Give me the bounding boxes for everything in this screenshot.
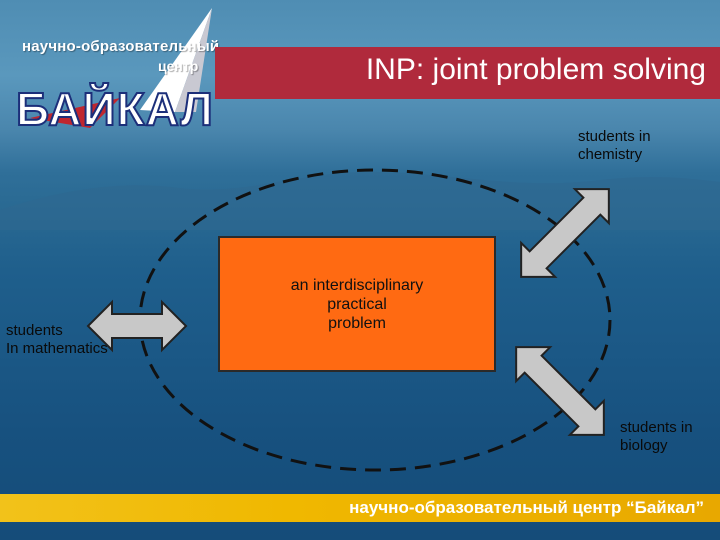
math-double-arrow [86,299,188,353]
node-biology-label: students in biology [620,419,693,455]
biology-double-arrow [515,346,605,436]
node-chemistry-label: students in chemistry [578,128,651,164]
background-hills [0,171,720,230]
node-mathematics-label: students In mathematics [6,322,108,358]
logo-name: БАЙКАЛ [15,82,214,136]
bio-line2: biology [620,437,668,454]
footer-bar: научно-образовательный центр “Байкал” [0,494,720,522]
chem-line2: chemistry [578,146,643,163]
logo-line2: центр [158,58,199,74]
center-line1: an interdisciplinary [290,277,424,294]
center-line3: problem [328,315,386,332]
logo-line1: научно-образовательный [22,38,220,55]
footer-text: научно-образовательный центр “Байкал” [349,498,704,517]
chemistry-double-arrow [520,188,610,278]
math-line2: In mathematics [6,340,108,357]
bio-line1: students in [620,419,693,436]
baikal-logo: научно-образовательный центр БАЙКАЛ [0,0,220,150]
center-line2: practical [327,296,387,313]
central-problem-box: an interdisciplinary practical problem [218,236,496,372]
chem-line1: students in [578,128,651,145]
math-line1: students [6,322,63,339]
central-problem-text: an interdisciplinary practical problem [220,276,494,333]
title-bar: INP: joint problem solving [215,47,720,99]
sail-icon [30,8,212,128]
slide-title: INP: joint problem solving [365,53,706,86]
